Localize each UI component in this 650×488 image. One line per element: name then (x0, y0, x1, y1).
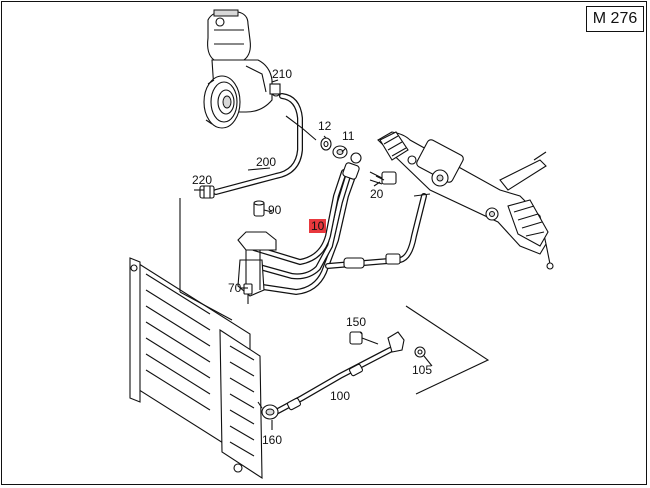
callout-220: 220 (192, 173, 212, 187)
power-steering-pump[interactable] (203, 9, 281, 129)
line-holder-90[interactable] (253, 200, 265, 217)
steering-gear[interactable] (377, 131, 554, 270)
oil-cooler[interactable] (129, 257, 263, 480)
seal-ring-12[interactable] (320, 137, 332, 151)
callout-labels: 210 12 11 200 220 20 90 10 70 150 105 10… (192, 67, 432, 447)
model-code-badge: M 276 (586, 6, 644, 32)
callout-210: 210 (272, 67, 292, 81)
bolt-150[interactable] (349, 331, 379, 345)
bolt-70[interactable] (243, 283, 253, 304)
cooler-line-100[interactable] (273, 331, 405, 415)
callout-200: 200 (256, 155, 276, 169)
callout-105: 105 (412, 363, 432, 377)
leader-lines (179, 79, 490, 430)
callout-10-highlight (309, 219, 326, 233)
callout-90: 90 (268, 203, 282, 217)
callout-150: 150 (346, 315, 366, 329)
callout-12: 12 (318, 119, 332, 133)
callout-160: 160 (262, 433, 282, 447)
callout-10: 10 (311, 219, 325, 233)
hydraulic-lines-10[interactable] (251, 162, 427, 296)
callout-20: 20 (370, 187, 384, 201)
callout-11: 11 (342, 129, 355, 143)
bolt-20[interactable] (369, 171, 397, 185)
callout-100: 100 (330, 389, 350, 403)
seal-ring-105[interactable] (414, 346, 426, 358)
hose-clamp-160[interactable] (257, 401, 279, 420)
banjo-fitting-11[interactable] (332, 145, 362, 164)
callout-70: 70 (228, 281, 242, 295)
hose-210[interactable] (199, 93, 303, 199)
